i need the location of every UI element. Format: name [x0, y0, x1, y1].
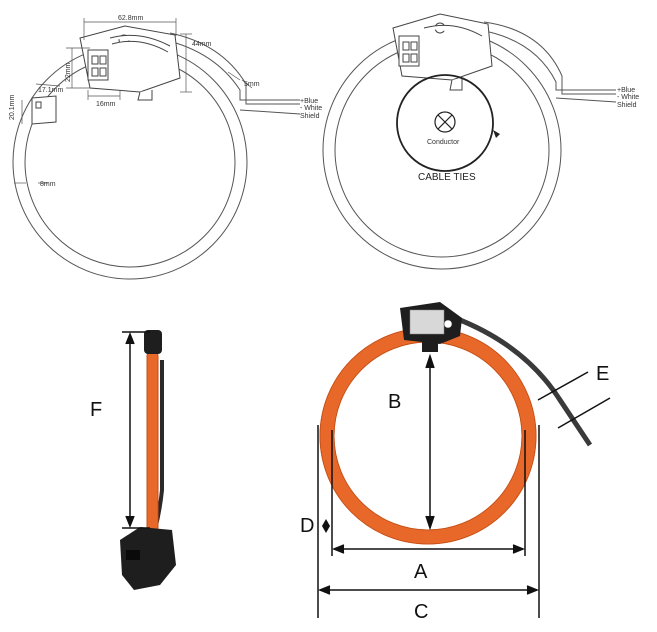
cable-tie-loop	[396, 74, 494, 172]
dim-tail-height: 20.1mm	[9, 95, 16, 120]
label-e: E	[596, 363, 609, 385]
label-c: C	[414, 601, 428, 623]
coil-tail-end	[31, 95, 57, 125]
dimension-f	[122, 331, 150, 529]
wire-label-blue: +Blue	[300, 98, 318, 105]
dimension-e	[537, 371, 611, 429]
wire-label-blue: +Blue	[617, 87, 635, 94]
output-cable	[164, 32, 301, 115]
label-f: F	[90, 399, 102, 421]
wire-label-white: - White	[617, 94, 639, 101]
output-cable	[479, 21, 617, 103]
connector-housing	[79, 25, 181, 101]
dim-width-top: 62.8mm	[118, 15, 143, 22]
cable-ties-label: CABLE TIES	[418, 172, 476, 183]
dim-bottom: 16mm	[96, 101, 116, 108]
side-coil-body	[146, 351, 159, 533]
wire-label-shield: Shield	[300, 113, 320, 120]
dimension-a	[331, 430, 526, 556]
label-a: A	[414, 561, 428, 583]
wire-label-shield: Shield	[617, 102, 637, 109]
dimension-lines	[14, 18, 253, 184]
dimension-b	[425, 353, 435, 531]
diagram-conductor: Conductor CABLE TIES +Blue - White Shiel…	[322, 13, 639, 270]
cable-tie-buckle	[493, 130, 500, 138]
wire-label-white: - White	[300, 105, 322, 112]
front-view-coil: E B A C D	[300, 302, 611, 623]
dimension-d	[322, 519, 330, 533]
dim-height-left: 22mm	[65, 62, 72, 82]
side-view-coil: F	[90, 330, 176, 590]
label-b: B	[388, 391, 401, 413]
conductor-label: Conductor	[427, 139, 460, 146]
dim-cable: 5mm	[244, 81, 260, 88]
side-top-cap	[144, 330, 162, 354]
dim-tail-width: 17.1mm	[38, 87, 63, 94]
dim-depth: 44mm	[192, 41, 212, 48]
side-connector	[120, 527, 176, 590]
dimension-c	[317, 425, 540, 618]
front-housing	[400, 302, 462, 352]
connector-housing	[392, 13, 493, 91]
label-d: D	[300, 515, 314, 537]
dim-thickness: 8mm	[40, 181, 56, 188]
diagram-dimensions: 62.8mm 44mm 22mm 16mm 5mm 20.1mm 17.1mm …	[9, 15, 322, 280]
